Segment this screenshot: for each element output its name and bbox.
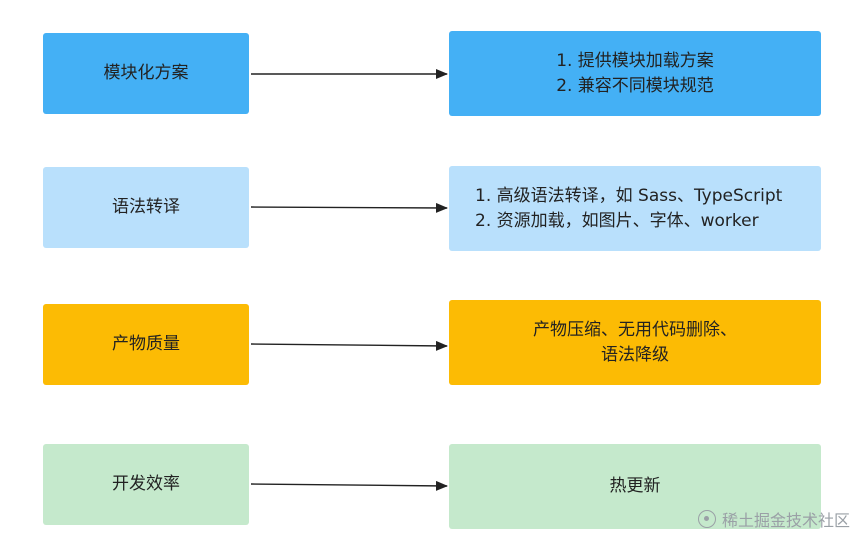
box-label: 语法转译 xyxy=(112,197,180,218)
detail-line: 1. 提供模块加载方案 xyxy=(556,50,714,71)
detail-line: 2. 资源加载，如图片、字体、worker xyxy=(475,210,759,231)
box-dev-efficiency: 开发效率 xyxy=(43,444,249,525)
box-output-quality: 产物质量 xyxy=(43,304,249,385)
box-syntax-transpile: 语法转译 xyxy=(43,167,249,248)
box-label: 模块化方案 xyxy=(103,63,189,84)
detail-line: 2. 兼容不同模块规范 xyxy=(556,75,714,96)
box-modular-details: 1. 提供模块加载方案 2. 兼容不同模块规范 xyxy=(449,31,821,116)
box-syntax-details: 1. 高级语法转译，如 Sass、TypeScript 2. 资源加载，如图片、… xyxy=(449,166,821,251)
arrow-row-4 xyxy=(250,480,448,491)
box-label: 产物质量 xyxy=(112,334,180,355)
box-efficiency-details: 热更新 xyxy=(449,444,821,529)
watermark-text: 稀土掘金技术社区 xyxy=(721,511,850,530)
arrow-row-3 xyxy=(250,340,448,351)
detail-line: 热更新 xyxy=(609,476,661,497)
juejin-logo-icon xyxy=(697,510,716,528)
box-quality-details: 产物压缩、无用代码删除、 语法降级 xyxy=(449,300,821,385)
box-modular-solution: 模块化方案 xyxy=(43,33,249,114)
arrow-row-2 xyxy=(250,202,448,213)
detail-line: 语法降级 xyxy=(601,344,669,365)
juejin-watermark: 稀土掘金技术社区 xyxy=(697,507,850,531)
detail-line: 产物压缩、无用代码删除、 xyxy=(533,319,737,340)
detail-line: 1. 高级语法转译，如 Sass、TypeScript xyxy=(475,185,783,206)
box-label: 开发效率 xyxy=(112,474,180,495)
